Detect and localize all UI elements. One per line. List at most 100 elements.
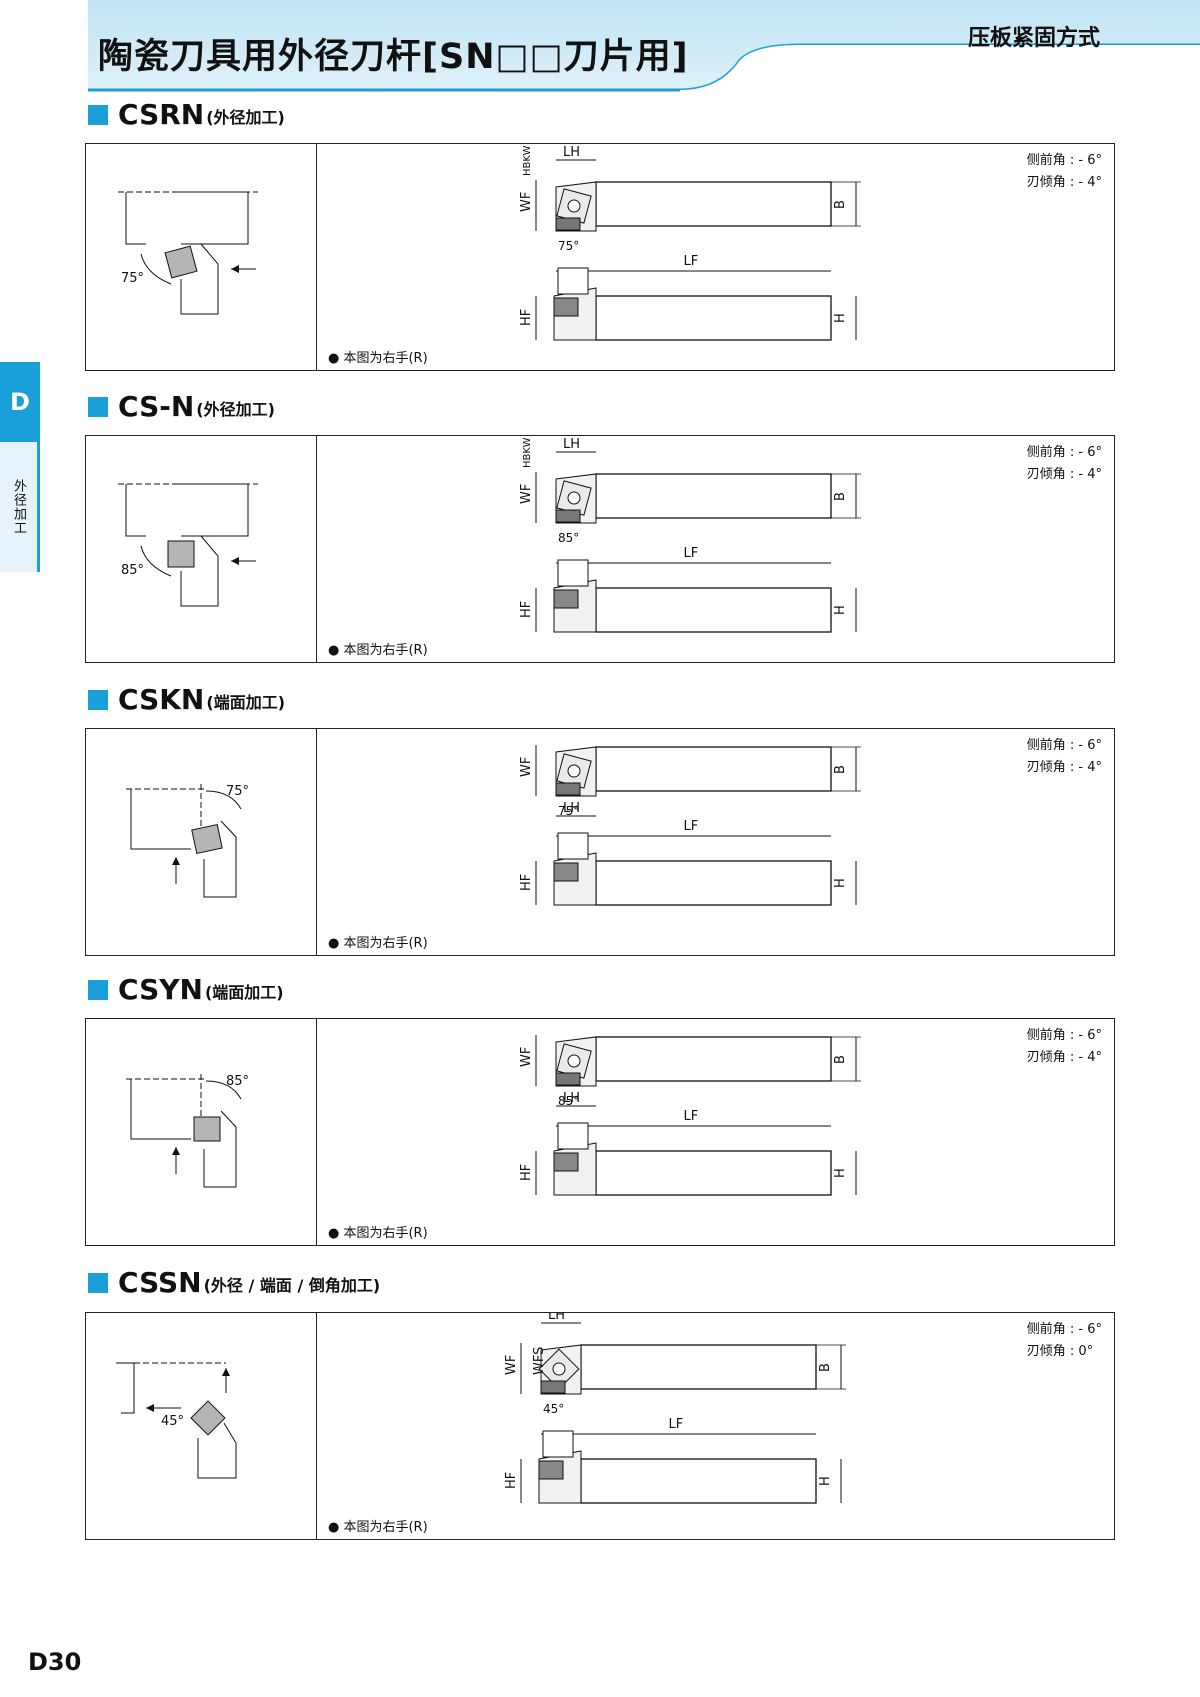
page-title: 陶瓷刀具用外径刀杆[SN□□刀片用] [98,37,689,77]
section-code: CSKN [118,683,205,716]
dim-lf: LF [669,1417,684,1432]
approach-angle: 45° [161,1414,184,1429]
right-hand-note: ● 本图为右手(R) [328,936,428,951]
schematic-left [118,191,258,315]
section-heading: CSKN(端面加工) [88,685,285,715]
tool-top-view [555,473,832,524]
section-marker [88,690,108,710]
side-tab-label: 外径加工 [0,442,40,572]
right-hand-note: ● 本图为右手(R) [328,351,428,366]
section-heading: CSRN(外径加工) [88,100,285,130]
section-subtitle: (外径 / 端面 / 倒角加工) [203,1276,381,1295]
dim-lf: LF [684,254,699,269]
rake-angle: 侧前角 : - 6° [1026,738,1102,753]
section-heading: CSYN(端面加工) [88,975,284,1005]
tool-top-view [555,1036,832,1087]
dim-hf: HF [519,1164,534,1181]
dim-lh: LH [563,1091,580,1106]
dim-h: H [833,1168,848,1178]
side-tab-letter[interactable]: D [0,362,40,442]
rake-angle: 侧前角 : - 6° [1026,1322,1102,1337]
dim-h: H [818,1476,833,1486]
inclination-angle: 刃倾角 : - 4° [1026,760,1102,775]
page-number: D30 [28,1648,82,1676]
section-code: CSSN [118,1266,202,1299]
inclination-angle: 刃倾角 : - 4° [1026,467,1102,482]
tool-angle: 85° [558,1094,579,1108]
dim-b: B [833,1055,848,1064]
section-subtitle: (外径加工) [206,108,285,127]
tool-side-view [553,1122,832,1196]
dim-b: B [833,765,848,774]
tool-angle: 75° [558,804,579,818]
dim-h: H [833,605,848,615]
approach-angle: 75° [121,271,144,286]
schematic-left [126,784,242,898]
section-marker [88,105,108,125]
dim-hf: HF [519,874,534,891]
dim-lf: LF [684,819,699,834]
tool-angle: 75° [558,239,579,253]
tool-top-view [555,181,832,232]
section-subtitle: (端面加工) [204,983,284,1002]
schematic-left [126,1074,242,1188]
angle-specs: 侧前角 : - 6° 刃倾角 : - 4° [1027,735,1102,779]
tool-side-view [553,832,832,906]
inclination-angle: 刃倾角 : - 4° [1026,1050,1102,1065]
section-code: CSYN [118,973,203,1006]
tool-side-view [553,267,832,341]
dim-lh: LH [563,145,580,160]
dim-lh: LH [563,801,580,816]
box-divider [316,436,317,662]
section-diagram-box: 侧前角 : - 6° 刃倾角 : - 4° ● 本图为右手(R) 75° B LF LH WF… [85,143,1115,371]
section-marker [88,1273,108,1293]
angle-specs: 侧前角 : - 6° 刃倾角 : - 4° [1027,442,1102,486]
dim-b: B [833,200,848,209]
section-heading: CSSN(外径 / 端面 / 倒角加工) [88,1268,380,1298]
section-heading: CS-N(外径加工) [88,392,275,422]
section-code: CSRN [118,98,205,131]
dim-wf: WF [504,1355,519,1375]
dim-hbkw: HBKW [522,145,533,176]
box-divider [316,729,317,955]
approach-angle: 75° [226,784,249,799]
dim-wf: WF [519,192,534,212]
box-divider [316,1313,317,1539]
dim-h: H [833,878,848,888]
dim-lf: LF [684,546,699,561]
section-marker [88,980,108,1000]
dim-hf: HF [504,1472,519,1489]
tool-top-view [555,746,832,797]
angle-specs: 侧前角 : - 6° 刃倾角 : 0° [1027,1319,1102,1363]
dim-lh: LH [548,1313,565,1323]
dim-hbkw: HBKW [522,437,533,468]
section-marker [88,397,108,417]
dim-wf: WF [519,484,534,504]
tool-angle: 45° [543,1402,564,1416]
right-hand-note: ● 本图为右手(R) [328,1226,428,1241]
section-subtitle: (端面加工) [206,693,286,712]
tool-side-view [538,1430,817,1504]
dim-lh: LH [563,437,580,452]
dim-wfs: WFS [532,1347,547,1375]
tool-angle: 85° [558,531,579,545]
section-subtitle: (外径加工) [196,400,275,419]
inclination-angle: 刃倾角 : 0° [1026,1344,1094,1359]
inclination-angle: 刃倾角 : - 4° [1026,175,1102,190]
angle-specs: 侧前角 : - 6°刃倾角 : - 4° [1027,1025,1102,1069]
rake-angle: 侧前角 : - 6° [1026,153,1102,168]
right-hand-note: ● 本图为右手(R) [328,1520,428,1535]
header-curve [88,43,1200,100]
section-code: CS-N [118,390,195,423]
tool-side-view [553,559,832,633]
box-divider [316,1019,317,1245]
rake-angle: 侧前角 : - 6° [1026,445,1102,460]
dim-hf: HF [519,601,534,618]
angle-specs: 侧前角 : - 6° 刃倾角 : - 4° [1027,150,1102,194]
